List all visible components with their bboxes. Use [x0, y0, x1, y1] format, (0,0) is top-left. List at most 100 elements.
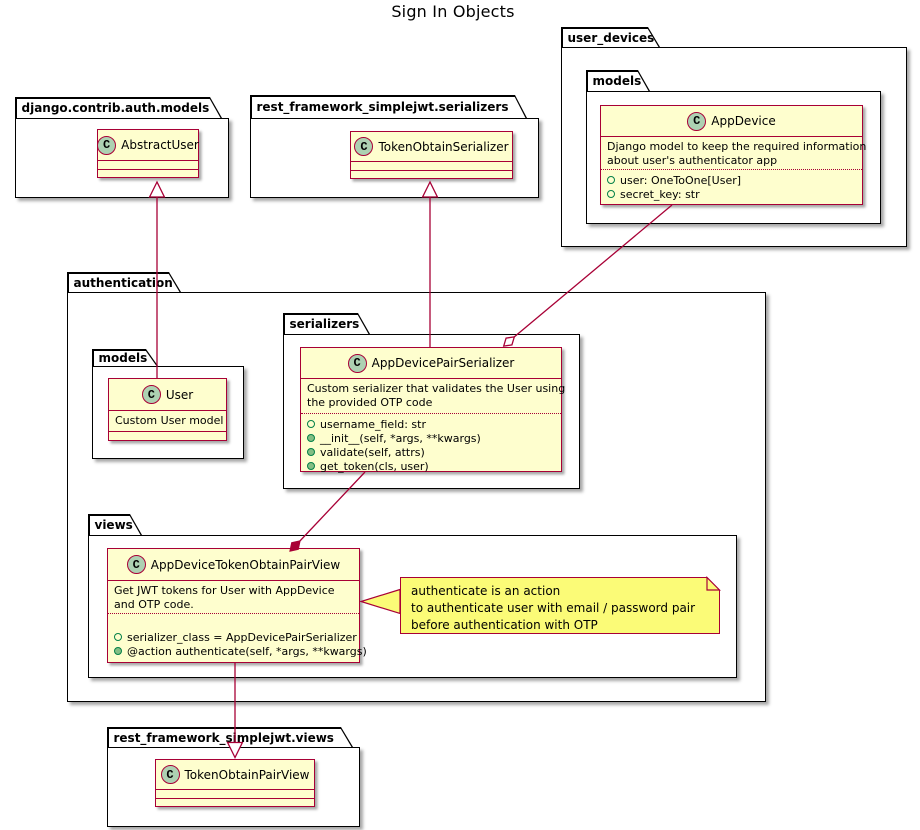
package-name: serializers	[289, 317, 360, 332]
method-icon	[307, 448, 315, 456]
class-icon-letter: C	[166, 767, 174, 782]
class-token-obtain-pair-view: C TokenObtainPairView	[155, 759, 315, 807]
member-row: username_field: str	[307, 417, 555, 431]
member-label: get_token(cls, user)	[320, 459, 429, 473]
field-icon	[607, 190, 615, 198]
package-user-devices-tab: user_devices	[561, 27, 660, 47]
methods-compartment	[98, 169, 198, 177]
members-compartment: serializer_class = AppDevicePairSerializ…	[108, 613, 367, 662]
class-app-device: C AppDevice Django model to keep the req…	[600, 105, 867, 205]
package-auth-views-tab: views	[88, 514, 142, 535]
class-name: User	[165, 387, 194, 402]
class-icon-letter: C	[360, 139, 368, 154]
member-row: user: OneToOne[User]	[607, 173, 856, 187]
methods-compartment	[156, 798, 314, 806]
class-header: C AppDevice	[601, 106, 862, 136]
member-row: @action authenticate(self, *args, **kwar…	[114, 644, 367, 658]
class-icon-letter: C	[132, 557, 140, 572]
class-description: Custom User model	[109, 410, 226, 431]
member-row: secret_key: str	[607, 187, 856, 201]
member-label: validate(self, attrs)	[320, 445, 425, 459]
member-label: @action authenticate(self, *args, **kwar…	[127, 644, 367, 658]
class-name: TokenObtainSerializer	[378, 139, 509, 154]
description-line: Get JWT tokens for User with AppDevice	[114, 584, 335, 597]
class-header: C AbstractUser	[97, 130, 199, 160]
class-icon-letter: C	[103, 138, 111, 152]
class-description: Custom serializer that validates the Use…	[301, 378, 566, 413]
class-token-obtain-serializer: C TokenObtainSerializer	[350, 131, 513, 179]
class-header: C TokenObtainPairView	[156, 760, 314, 789]
class-name: AppDevice	[711, 114, 776, 128]
package-auth-models-tab: models	[92, 349, 158, 366]
class-c-icon: C	[354, 137, 374, 156]
note-line: to authenticate user with email / passwo…	[411, 601, 696, 615]
class-icon-letter: C	[353, 356, 361, 370]
member-label: serializer_class = AppDevicePairSerializ…	[127, 630, 357, 644]
class-name: AppDevicePairSerializer	[371, 356, 515, 370]
description-line: Custom serializer that validates the Use…	[307, 382, 566, 395]
class-header: C AppDevicePairSerializer	[301, 348, 561, 378]
class-c-icon: C	[347, 353, 367, 373]
note-line: authenticate is an action	[411, 584, 561, 598]
package-django-auth-models-tab: django.contrib.auth.models	[15, 97, 222, 118]
class-user: C User Custom User model	[108, 378, 227, 441]
description-line: about user's authenticator app	[607, 154, 778, 167]
package-name: views	[94, 518, 133, 533]
class-description: Get JWT tokens for User with AppDevice a…	[108, 580, 359, 613]
description-line: Django model to keep the required inform…	[607, 140, 867, 153]
field-icon	[114, 633, 122, 641]
package-name: rest_framework_simplejwt.serializers	[256, 100, 509, 115]
member-row: __init__(self, *args, **kwargs)	[307, 431, 555, 445]
class-icon-letter: C	[147, 387, 155, 402]
field-icon	[607, 176, 615, 184]
package-user-devices-models-tab: models	[586, 70, 650, 91]
class-app-device-pair-serializer: C AppDevicePairSerializer Custom seriali…	[300, 347, 566, 473]
class-c-icon: C	[97, 135, 117, 155]
class-name: AppDeviceTokenObtainPairView	[150, 557, 341, 572]
package-name: authentication	[73, 275, 173, 290]
methods-compartment	[109, 431, 226, 440]
package-jwt-serializers-tab: rest_framework_simplejwt.serializers	[250, 95, 527, 118]
package-jwt-views-tab: rest_framework_simplejwt.views	[107, 727, 353, 747]
note-line: before authentication with OTP	[411, 618, 598, 632]
package-auth-serializers-tab: serializers	[283, 313, 370, 334]
member-label: secret_key: str	[620, 187, 700, 201]
package-name: django.contrib.auth.models	[21, 101, 210, 116]
package-name: models	[98, 351, 148, 366]
class-description: Django model to keep the required inform…	[601, 136, 867, 169]
diagram-title: Sign In Objects	[391, 2, 515, 21]
note-authenticate-action: authenticate is an action to authenticat…	[400, 577, 720, 634]
member-label: username_field: str	[320, 417, 426, 431]
package-name: rest_framework_simplejwt.views	[113, 730, 334, 745]
member-row: serializer_class = AppDevicePairSerializ…	[114, 630, 357, 644]
members-compartment: username_field: str __init__(self, *args…	[301, 413, 561, 476]
class-abstract-user: C AbstractUser	[97, 129, 199, 178]
methods-compartment	[351, 170, 512, 178]
fields-compartment	[98, 160, 198, 169]
description-line: Custom User model	[115, 414, 224, 427]
method-icon	[307, 434, 315, 442]
package-authentication-tab: authentication	[67, 272, 181, 292]
member-label: __init__(self, *args, **kwargs)	[320, 431, 481, 445]
package-name: user_devices	[567, 30, 655, 45]
class-name: AbstractUser	[121, 138, 199, 152]
fields-compartment	[351, 161, 512, 170]
class-c-icon: C	[160, 765, 180, 784]
method-icon	[307, 462, 315, 470]
class-name: TokenObtainPairView	[184, 767, 310, 782]
description-line: and OTP code.	[114, 598, 194, 611]
method-icon	[114, 647, 122, 655]
description-line: the provided OTP code	[307, 396, 433, 409]
member-row: validate(self, attrs)	[307, 445, 555, 459]
class-c-icon: C	[126, 555, 146, 574]
member-label: user: OneToOne[User]	[620, 173, 742, 187]
field-icon	[307, 420, 315, 428]
class-c-icon: C	[687, 111, 707, 131]
class-header: C TokenObtainSerializer	[351, 132, 512, 161]
class-header: C AppDeviceTokenObtainPairView	[108, 549, 359, 580]
class-header: C User	[109, 379, 226, 410]
member-row: get_token(cls, user)	[307, 459, 555, 473]
class-app-device-token-obtain-pair-view: C AppDeviceTokenObtainPairView Get JWT t…	[107, 548, 367, 663]
fields-compartment	[156, 789, 314, 798]
